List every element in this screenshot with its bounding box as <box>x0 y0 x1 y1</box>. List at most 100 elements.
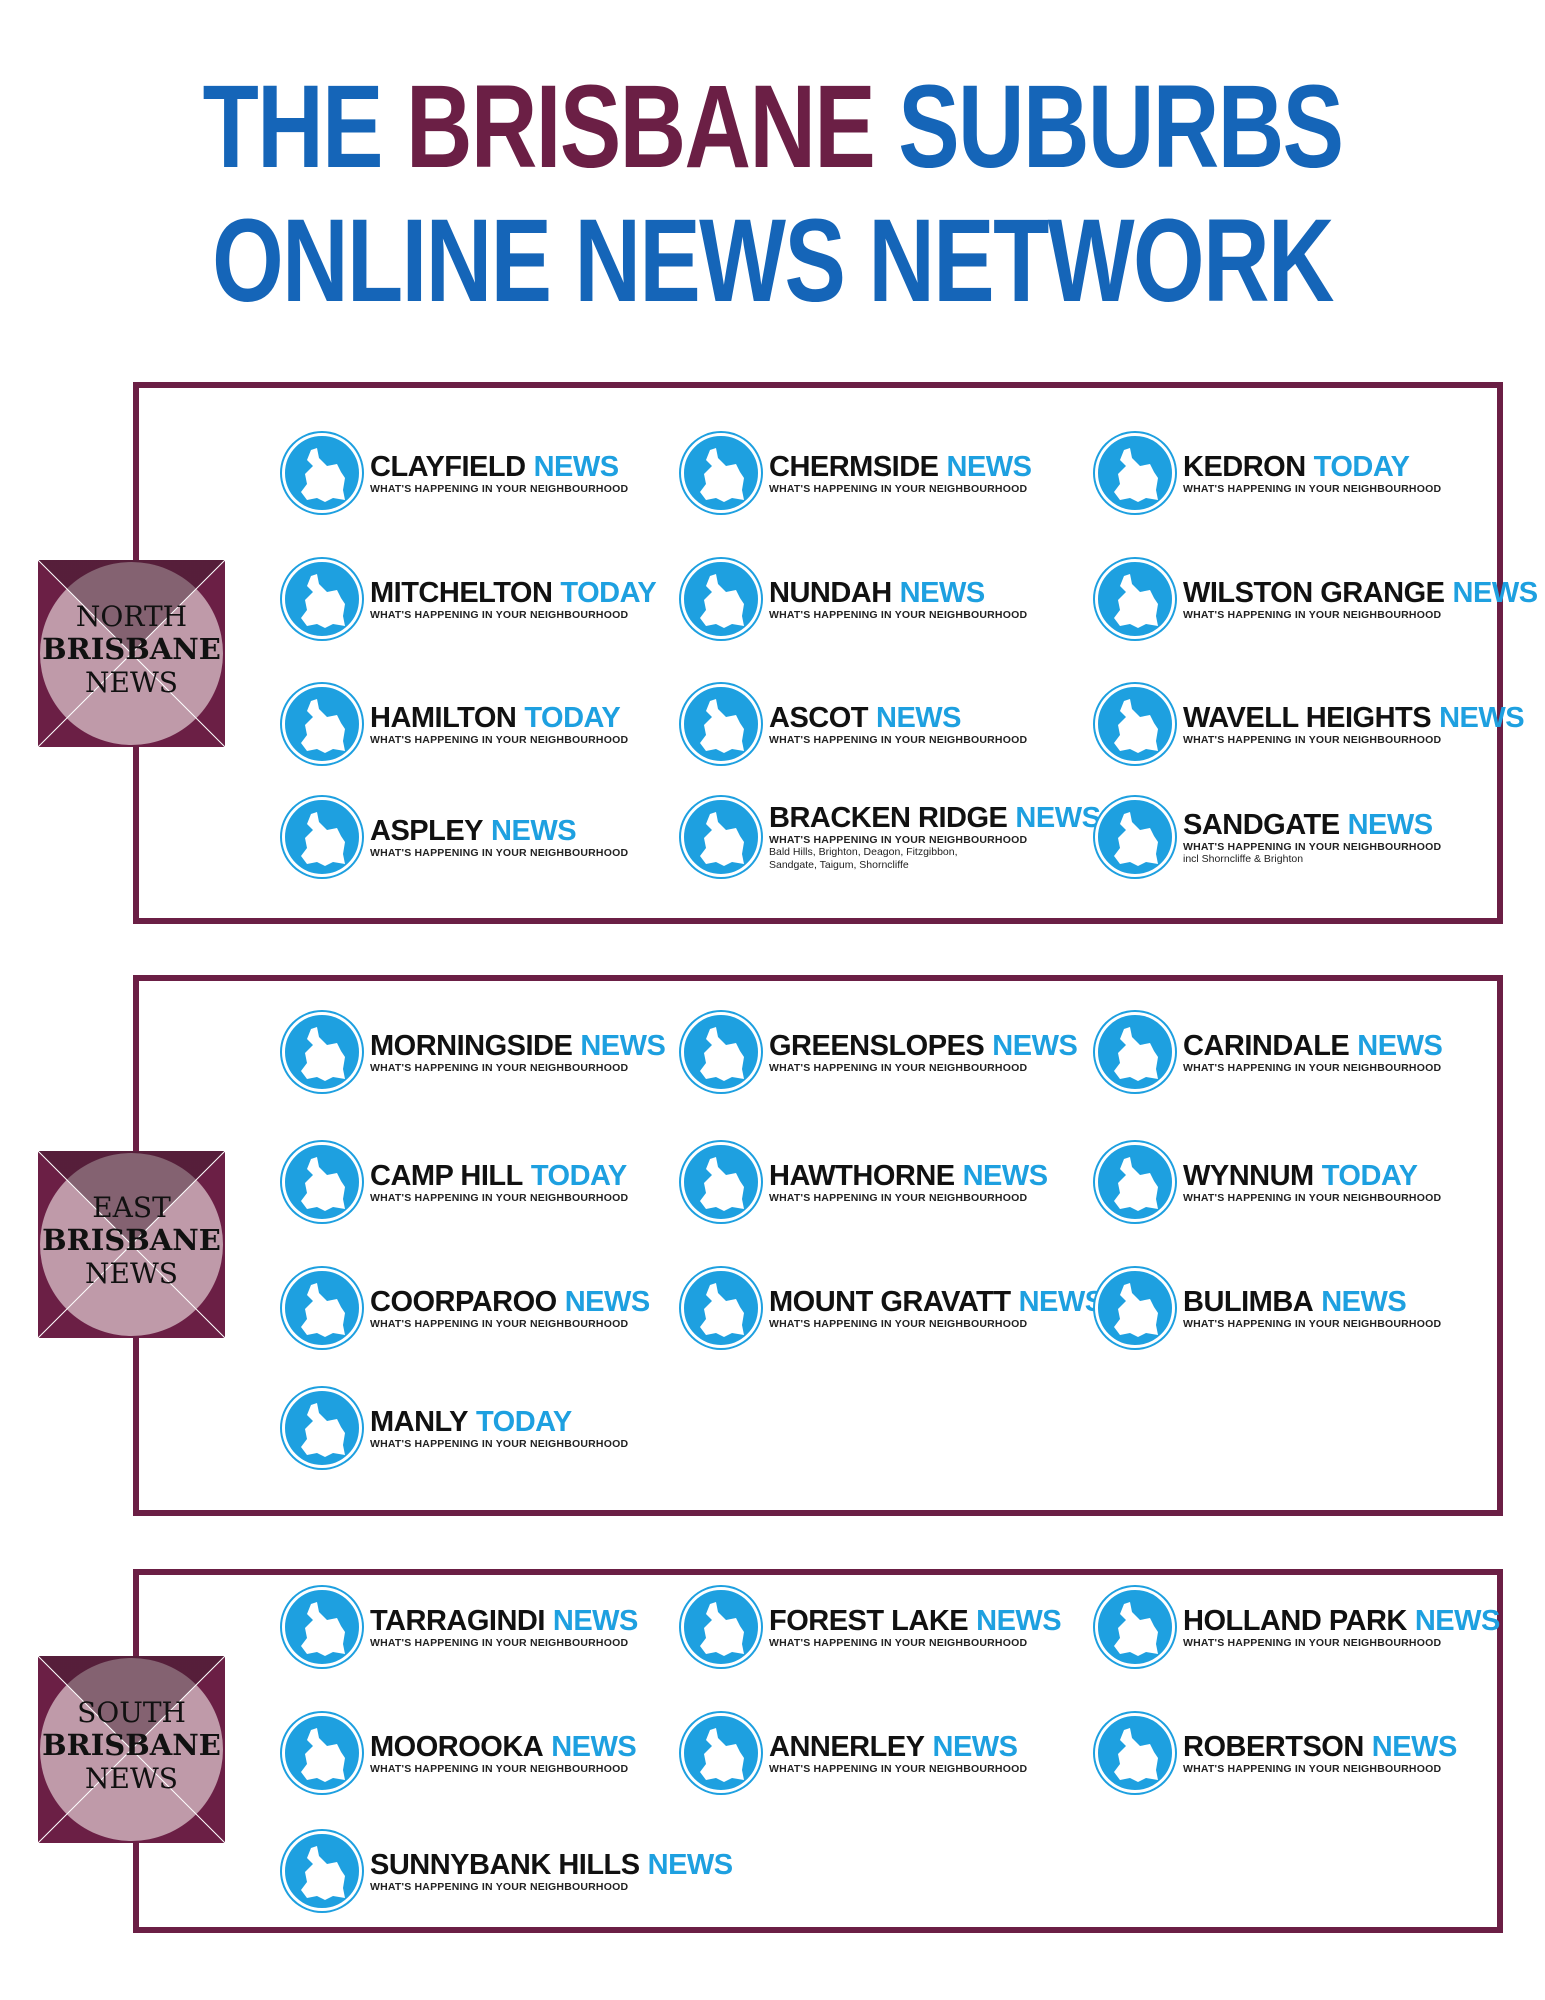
brisbane-map-icon <box>681 1012 761 1092</box>
logo-tagline: WHAT'S HAPPENING IN YOUR NEIGHBOURHOOD <box>370 1881 629 1893</box>
brisbane-map-icon <box>1095 559 1175 639</box>
logo-extra-line: Bald Hills, Brighton, Deagon, Fitzgibbon… <box>769 846 958 858</box>
badge-line-2: BRISBANE <box>42 1223 221 1257</box>
logo-suburb: MOOROOKA <box>370 1731 544 1763</box>
brisbane-map-icon <box>1095 1268 1175 1348</box>
badge-line-2: BRISBANE <box>42 632 221 666</box>
logo-suburb: TARRAGINDI <box>370 1605 545 1637</box>
logo-tagline: WHAT'S HAPPENING IN YOUR NEIGHBOURHOOD <box>769 483 1028 495</box>
brisbane-map-icon <box>282 559 362 639</box>
brisbane-map-icon <box>1095 684 1175 764</box>
brisbane-map-icon <box>1095 1142 1175 1222</box>
brisbane-map-icon <box>1095 797 1175 877</box>
logo-tagline: WHAT'S HAPPENING IN YOUR NEIGHBOURHOOD <box>1183 1763 1442 1775</box>
badge-line-3: NEWS <box>85 1762 178 1795</box>
logo-suburb: COORPAROO <box>370 1286 557 1318</box>
logo-tagline: WHAT'S HAPPENING IN YOUR NEIGHBOURHOOD <box>370 1192 629 1204</box>
logo-suffix: NEWS <box>647 1849 734 1881</box>
title-word-brisbane: BRISBANE <box>405 61 876 193</box>
logo-suffix: NEWS <box>1015 802 1101 834</box>
badge-line-1: EAST <box>92 1191 171 1224</box>
logo-suffix: NEWS <box>551 1731 637 1763</box>
logo-tagline: WHAT'S HAPPENING IN YOUR NEIGHBOURHOOD <box>370 1763 629 1775</box>
logo-suffix: NEWS <box>1347 808 1434 841</box>
title-word-suburbs: SUBURBS <box>898 61 1344 193</box>
logo-suburb: WILSTON GRANGE <box>1183 577 1445 609</box>
logo-suffix: NEWS <box>491 815 577 847</box>
logo-suffix: TODAY <box>1313 451 1410 483</box>
logo-tagline: WHAT'S HAPPENING IN YOUR NEIGHBOURHOOD <box>370 1062 629 1074</box>
logo-tagline: WHAT'S HAPPENING IN YOUR NEIGHBOURHOOD <box>769 734 1028 746</box>
logo-suffix: TODAY <box>524 702 621 734</box>
logo-suburb: SANDGATE <box>1183 808 1340 841</box>
brisbane-map-icon <box>282 1012 362 1092</box>
badge-cross-lines <box>38 1151 225 1338</box>
logo-suffix: TODAY <box>560 577 657 609</box>
badge-cross-lines <box>38 560 225 747</box>
logo-tagline: WHAT'S HAPPENING IN YOUR NEIGHBOURHOOD <box>769 1318 1028 1330</box>
logo-suburb: MOUNT GRAVATT <box>769 1286 1011 1318</box>
logo-extra-line: Sandgate, Taigum, Shorncliffe <box>769 859 909 871</box>
logo-tagline: WHAT'S HAPPENING IN YOUR NEIGHBOURHOOD <box>370 847 629 859</box>
brisbane-map-icon <box>1095 1587 1175 1667</box>
logo-tagline: WHAT'S HAPPENING IN YOUR NEIGHBOURHOOD <box>1183 1062 1442 1074</box>
brisbane-map-icon <box>681 1587 761 1667</box>
page-title-line-1: THE BRISBANE SUBURBS <box>170 68 1375 186</box>
logo-suburb: HAWTHORNE <box>769 1160 955 1192</box>
brisbane-map-icon <box>282 1268 362 1348</box>
logo-suffix: TODAY <box>475 1406 572 1438</box>
logo-suffix: NEWS <box>932 1731 1019 1763</box>
brisbane-map-icon <box>1095 1713 1175 1793</box>
logo-suburb: GREENSLOPES <box>769 1030 985 1062</box>
brisbane-map-icon <box>282 1587 362 1667</box>
logo-suffix: NEWS <box>992 1030 1078 1062</box>
logo-suffix: NEWS <box>564 1286 651 1318</box>
logo-suffix: NEWS <box>1414 1605 1501 1637</box>
logo-tagline: WHAT'S HAPPENING IN YOUR NEIGHBOURHOOD <box>769 1192 1028 1204</box>
logo-suffix: NEWS <box>1371 1731 1458 1763</box>
